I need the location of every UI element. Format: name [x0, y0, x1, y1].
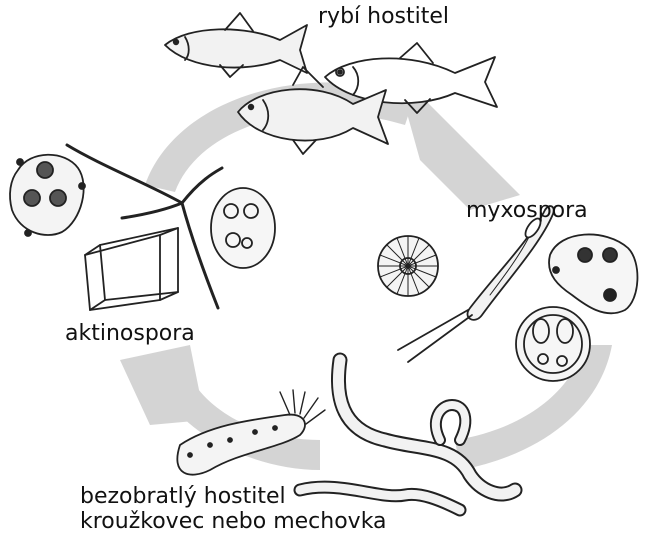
- invertebrate-host-label: bezobratlý hostitel kroužkovec nebo mech…: [80, 485, 387, 534]
- myxospore-icon: [516, 307, 590, 381]
- actinospore-icon: [211, 188, 275, 268]
- fish-host-label: rybí hostitel: [318, 5, 449, 30]
- actinospore-group: [10, 145, 275, 310]
- invertebrate-host-line: bezobratlý hostitel: [80, 485, 387, 510]
- arrowhead-left: [120, 345, 205, 425]
- actinospore-icon: [67, 145, 222, 310]
- actinospore-icon: [10, 155, 85, 236]
- annelid-or-bryozoan-line: kroužkovec nebo mechovka: [80, 510, 387, 535]
- myxospore-icon: [549, 234, 637, 313]
- myxospore-icon: [378, 236, 438, 296]
- actinospore-label: aktinospora: [65, 322, 195, 347]
- myxospore-label: myxospora: [466, 199, 588, 224]
- fish-icon: [165, 13, 307, 77]
